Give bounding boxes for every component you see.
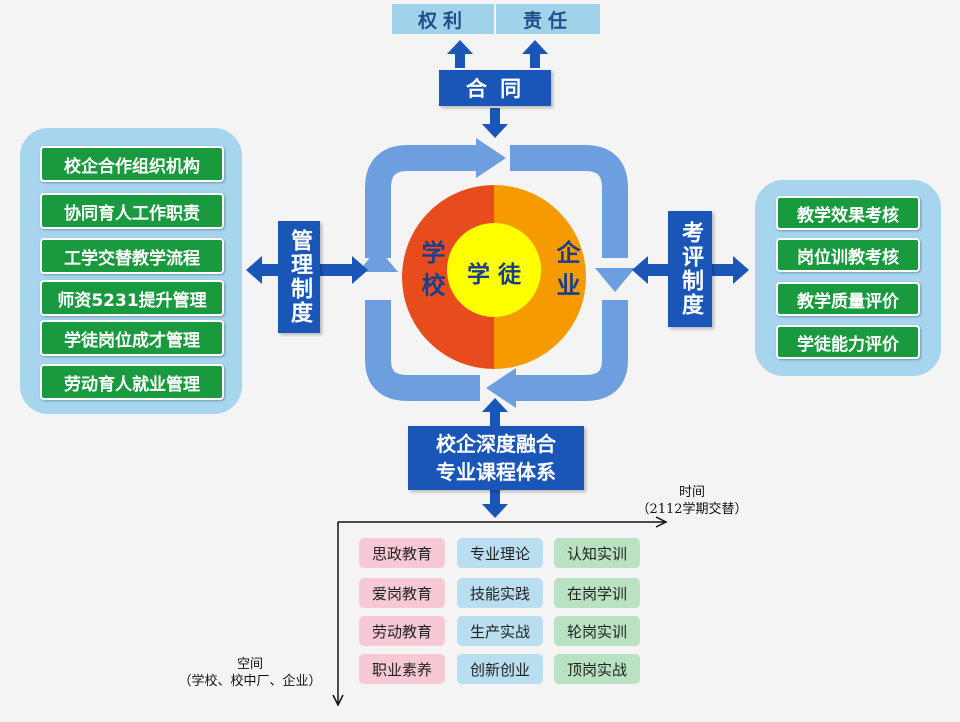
grid-cell: 在岗学训 xyxy=(554,578,640,608)
cycle-arrowheads xyxy=(358,138,635,408)
grid-cell: 技能实践 xyxy=(457,578,543,608)
time-axis-label: 时间 （2112学期交替） xyxy=(612,484,772,518)
bottom-up-arrow xyxy=(482,398,508,426)
right-item: 岗位训教考核 xyxy=(776,238,920,272)
left-item: 工学交替教学流程 xyxy=(40,238,224,274)
right-item: 教学效果考核 xyxy=(776,196,920,230)
responsibility-label: 责任 xyxy=(522,9,573,32)
evaluation-label: 考评制度 xyxy=(678,221,703,317)
left-item: 学徒岗位成才管理 xyxy=(40,320,224,356)
left-item-label: 工学交替教学流程 xyxy=(64,248,200,269)
right-item-label: 岗位训教考核 xyxy=(797,247,899,268)
left-item-label: 校企合作组织机构 xyxy=(64,156,200,177)
right-item-label: 教学质量评价 xyxy=(797,291,899,312)
curriculum-line2: 专业课程体系 xyxy=(436,460,556,484)
grid-cell: 认知实训 xyxy=(554,538,640,568)
right-item-label: 教学效果考核 xyxy=(797,205,899,226)
left-item-label: 师资5231提升管理 xyxy=(57,290,207,311)
left-item: 校企合作组织机构 xyxy=(40,146,224,182)
axes xyxy=(332,516,668,707)
grid-cell: 思政教育 xyxy=(359,538,445,568)
contract-up-arrows xyxy=(447,40,548,68)
left-item: 劳动育人就业管理 xyxy=(40,364,224,400)
grid-cell: 创新创业 xyxy=(457,654,543,684)
contract-down-arrow xyxy=(482,108,508,138)
management-label: 管理制度 xyxy=(287,229,312,325)
space-axis-label: 空间 （学校、校中厂、企业） xyxy=(160,656,340,690)
left-item-label: 劳动育人就业管理 xyxy=(64,374,200,395)
grid-cell: 顶岗实战 xyxy=(554,654,640,684)
left-item: 师资5231提升管理 xyxy=(40,280,224,316)
curriculum-box: 校企深度融合 专业课程体系 xyxy=(408,426,584,490)
cycle-loop xyxy=(365,145,628,401)
left-item: 协同育人工作职责 xyxy=(40,193,224,229)
grid-cell: 爱岗教育 xyxy=(359,578,445,608)
grid-cell: 生产实战 xyxy=(457,616,543,646)
management-box: 管理制度 xyxy=(278,221,320,333)
right-item: 教学质量评价 xyxy=(776,282,920,316)
grid-cell: 劳动教育 xyxy=(359,616,445,646)
contract-label: 合 同 xyxy=(465,77,525,101)
contract-box: 合 同 xyxy=(439,70,551,106)
space-axis-line2: （学校、校中厂、企业） xyxy=(178,674,322,689)
time-axis-line1: 时间 xyxy=(678,485,705,500)
curriculum-line1: 校企深度融合 xyxy=(436,432,556,456)
left-item-label: 协同育人工作职责 xyxy=(64,203,200,224)
grid-cell: 专业理论 xyxy=(457,538,543,568)
right-item-label: 学徒能力评价 xyxy=(797,334,899,355)
right-item: 学徒能力评价 xyxy=(776,325,920,359)
bottom-down-arrow xyxy=(482,490,508,518)
grid-cell: 职业素养 xyxy=(359,654,445,684)
rights-label: 权利 xyxy=(417,9,468,32)
grid-cell: 轮岗实训 xyxy=(554,616,640,646)
space-axis-line1: 空间 xyxy=(236,657,263,672)
left-item-label: 学徒岗位成才管理 xyxy=(64,330,200,351)
evaluation-box: 考评制度 xyxy=(668,211,712,327)
responsibility-tab: 责任 xyxy=(496,4,600,34)
apprentice-label: 学 徒 xyxy=(466,262,521,288)
center-circle xyxy=(402,185,586,369)
rights-tab: 权利 xyxy=(392,4,494,34)
time-axis-line2: （2112学期交替） xyxy=(636,502,748,517)
enterprise-label: 企 业 xyxy=(552,240,580,297)
school-label: 学 校 xyxy=(417,240,445,297)
